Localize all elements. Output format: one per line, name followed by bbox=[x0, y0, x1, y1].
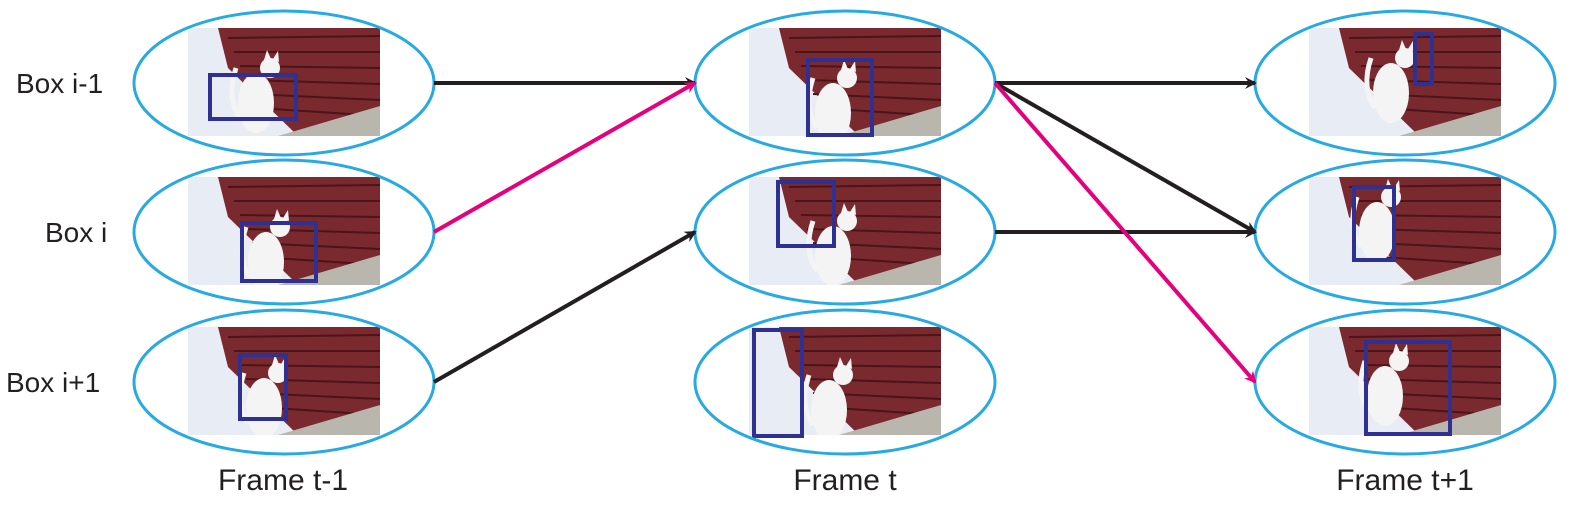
detection-bounding-box bbox=[776, 180, 836, 248]
detection-bounding-box bbox=[208, 73, 298, 121]
node-frame2-row2 bbox=[1253, 308, 1557, 456]
node-frame1-row1 bbox=[693, 158, 997, 306]
detection-bounding-box bbox=[240, 221, 318, 283]
detection-bounding-box bbox=[1364, 340, 1452, 436]
video-frame-thumbnail bbox=[749, 327, 941, 435]
node-frame1-row2 bbox=[693, 308, 997, 456]
association-arrow bbox=[994, 81, 1257, 234]
detection-bounding-box bbox=[238, 353, 288, 421]
highlight-association-arrow bbox=[993, 81, 1257, 384]
detection-nodes bbox=[132, 9, 1557, 456]
video-frame-thumbnail bbox=[749, 177, 941, 285]
detection-bounding-box bbox=[1413, 32, 1434, 86]
node-frame1-row0 bbox=[693, 9, 997, 157]
highlight-association-arrow bbox=[433, 81, 697, 234]
row-label-box-i: Box i bbox=[45, 217, 107, 248]
association-arrows bbox=[433, 77, 1257, 384]
video-frame-thumbnail bbox=[188, 28, 380, 136]
video-frame-thumbnail bbox=[749, 28, 941, 136]
frame-label-t-minus-1: Frame t-1 bbox=[218, 464, 348, 497]
frame-label-t: Frame t bbox=[793, 464, 897, 497]
video-frame-thumbnail bbox=[188, 177, 380, 285]
row-label-box-i-plus-1: Box i+1 bbox=[6, 367, 100, 398]
frame-label-t-plus-1: Frame t+1 bbox=[1336, 464, 1474, 497]
node-frame0-row2 bbox=[132, 308, 436, 456]
node-ellipse bbox=[693, 308, 997, 456]
video-frame-thumbnail bbox=[1309, 327, 1501, 435]
row-label-box-i-minus-1: Box i-1 bbox=[16, 68, 103, 99]
video-frame-thumbnail bbox=[1309, 28, 1501, 136]
node-frame2-row1 bbox=[1253, 158, 1557, 306]
association-arrow bbox=[433, 230, 697, 384]
detection-bounding-box bbox=[1352, 185, 1396, 262]
video-frame-thumbnail bbox=[1309, 177, 1501, 285]
node-frame0-row1 bbox=[132, 158, 436, 306]
node-frame0-row0 bbox=[132, 9, 436, 157]
detection-bounding-box bbox=[752, 328, 804, 438]
detection-bounding-box bbox=[806, 58, 874, 137]
node-frame2-row0 bbox=[1253, 9, 1557, 157]
